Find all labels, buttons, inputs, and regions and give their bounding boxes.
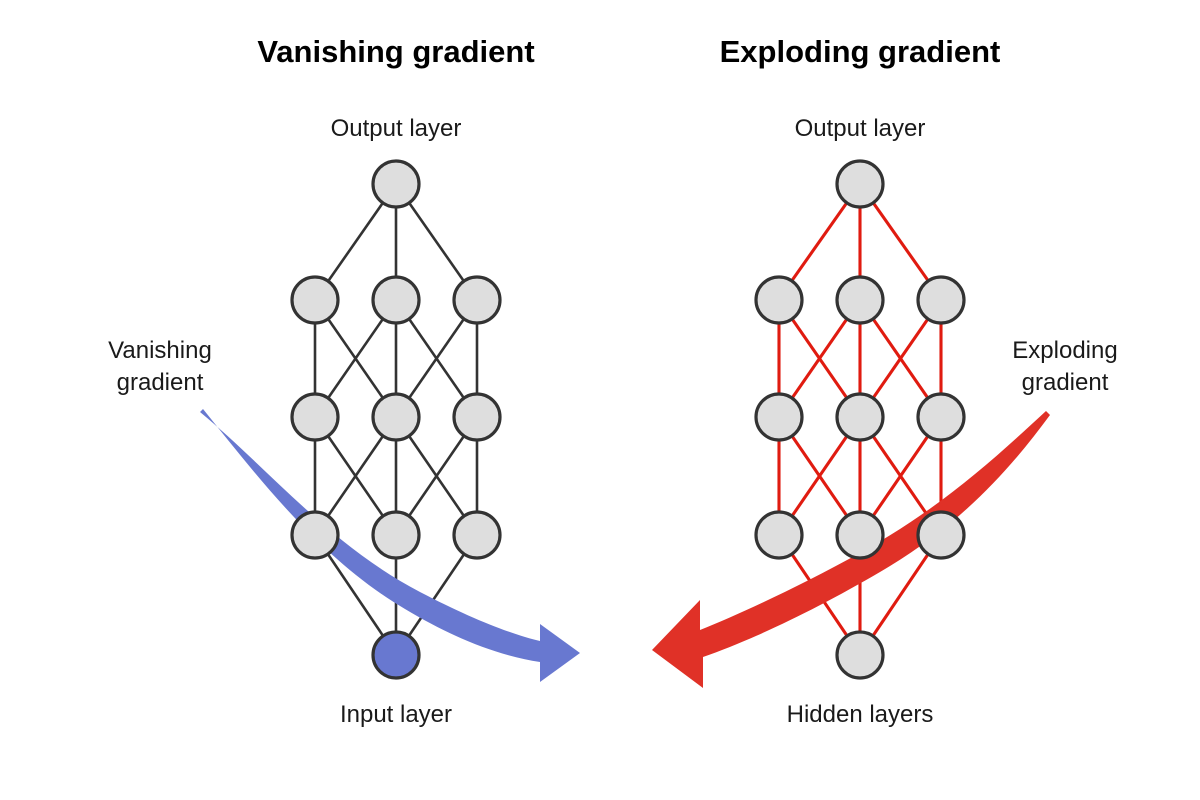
panel-title-vanishing: Vanishing gradient	[257, 34, 534, 69]
node-hidden-1-3	[452, 275, 502, 325]
node-hidden-3-2	[371, 510, 421, 560]
exploding-gradient-label-line2: gradient	[1022, 369, 1109, 396]
vanishing-gradient-label-line2: gradient	[117, 369, 204, 396]
node-right-hidden-1-3	[916, 275, 966, 325]
nodes-vanishing	[290, 159, 502, 680]
node-right-hidden-3-3	[916, 510, 966, 560]
node-hidden-1-2	[371, 275, 421, 325]
nodes-exploding	[754, 159, 966, 680]
node-right-hidden-1-2	[835, 275, 885, 325]
vanishing-gradient-label-line1: Vanishing	[108, 337, 212, 364]
node-right-hidden-1-1	[754, 275, 804, 325]
label-output-layer-right: Output layer	[795, 115, 926, 142]
node-output-left	[371, 159, 421, 209]
label-output-layer-left: Output layer	[331, 115, 462, 142]
node-hidden-2-1	[290, 392, 340, 442]
node-right-hidden-3-1	[754, 510, 804, 560]
node-hidden-3-3	[452, 510, 502, 560]
node-output-right	[835, 159, 885, 209]
node-hidden-1-1	[290, 275, 340, 325]
panel-vanishing-gradient: Vanishing gradient Output layer	[108, 34, 580, 728]
node-right-hidden-2-2	[835, 392, 885, 442]
node-input-right	[835, 630, 885, 680]
panel-exploding-gradient: Exploding gradient Output layer	[652, 34, 1118, 728]
node-right-hidden-3-2	[835, 510, 885, 560]
node-input-left	[371, 630, 421, 680]
node-right-hidden-2-3	[916, 392, 966, 442]
node-hidden-2-2	[371, 392, 421, 442]
node-hidden-3-1	[290, 510, 340, 560]
panel-title-exploding: Exploding gradient	[720, 34, 1001, 69]
node-hidden-2-3	[452, 392, 502, 442]
exploding-gradient-label-line1: Exploding	[1012, 337, 1117, 364]
label-hidden-layers-right: Hidden layers	[787, 701, 934, 728]
label-input-layer-left: Input layer	[340, 701, 452, 728]
node-right-hidden-2-1	[754, 392, 804, 442]
